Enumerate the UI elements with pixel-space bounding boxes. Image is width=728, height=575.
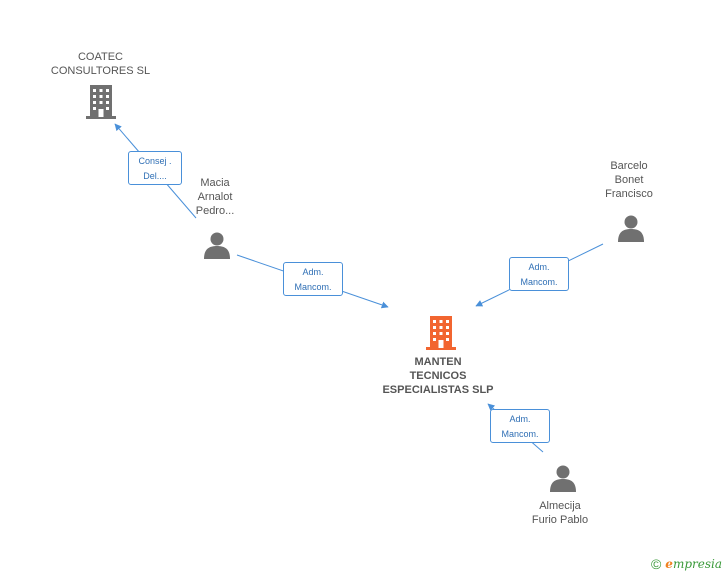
macia-label-line1: Macia bbox=[200, 177, 230, 189]
building-icon[interactable] bbox=[425, 315, 457, 356]
person-icon[interactable] bbox=[617, 214, 645, 247]
copyright-icon: © bbox=[650, 556, 662, 572]
barcelo-label-line2: Bonet bbox=[614, 174, 644, 186]
footer-brand: © empresia bbox=[651, 556, 722, 572]
person-icon[interactable] bbox=[549, 464, 577, 497]
brand-logo[interactable]: empresia bbox=[665, 557, 722, 571]
role-barcelo-adm-mancom[interactable]: Adm. Mancom. bbox=[509, 257, 569, 291]
role-almecija-adm-mancom[interactable]: Adm. Mancom. bbox=[490, 409, 550, 443]
brand-initial: e bbox=[665, 557, 673, 571]
role-macia-adm-line1: Adm. bbox=[302, 267, 324, 277]
role-consej-line1: Consej . bbox=[138, 156, 172, 166]
macia-label-line2: Arnalot bbox=[197, 191, 233, 203]
manten-label-line2: TECNICOS bbox=[409, 370, 467, 382]
barcelo-label-line3: Francisco bbox=[605, 188, 653, 200]
role-barcelo-adm-line2: Mancom. bbox=[520, 277, 558, 287]
role-macia-adm-line2: Mancom. bbox=[294, 282, 332, 292]
barcelo-label-line1: Barcelo bbox=[610, 160, 648, 172]
barcelo-label[interactable]: Barcelo Bonet Francisco bbox=[592, 159, 666, 201]
role-almecija-adm-line1: Adm. bbox=[509, 414, 531, 424]
almecija-label[interactable]: Almecija Furio Pablo bbox=[520, 499, 600, 527]
coatec-label[interactable]: COATEC CONSULTORES SL bbox=[38, 50, 163, 78]
role-consej-del[interactable]: Consej . Del.... bbox=[128, 151, 182, 185]
role-almecija-adm-line2: Mancom. bbox=[501, 429, 539, 439]
role-macia-adm-mancom[interactable]: Adm. Mancom. bbox=[283, 262, 343, 296]
person-icon[interactable] bbox=[203, 231, 231, 264]
manten-label-line3: ESPECIALISTAS SLP bbox=[382, 384, 494, 396]
manten-label-line1: MANTEN bbox=[414, 356, 462, 368]
role-barcelo-adm-line1: Adm. bbox=[528, 262, 550, 272]
brand-rest: mpresia bbox=[672, 557, 722, 571]
macia-label-line3: Pedro... bbox=[195, 205, 235, 217]
role-consej-line2: Del.... bbox=[143, 171, 167, 181]
coatec-label-line1: COATEC bbox=[77, 51, 124, 63]
coatec-label-line2: CONSULTORES SL bbox=[50, 65, 151, 77]
almecija-label-line1: Almecija bbox=[539, 500, 581, 512]
building-icon[interactable] bbox=[85, 84, 117, 125]
macia-label[interactable]: Macia Arnalot Pedro... bbox=[180, 176, 250, 218]
manten-label[interactable]: MANTEN TECNICOS ESPECIALISTAS SLP bbox=[368, 355, 508, 397]
almecija-label-line2: Furio Pablo bbox=[531, 514, 589, 526]
